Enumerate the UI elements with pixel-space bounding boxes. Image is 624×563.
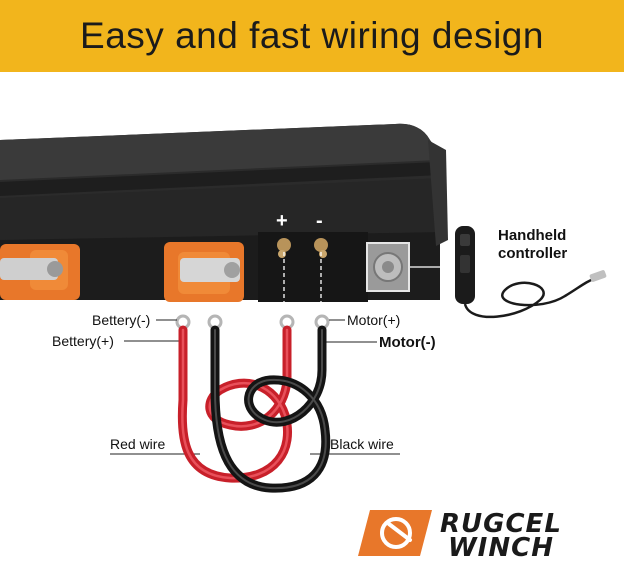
red-wire [177,325,293,483]
label-battery-negative: Bettery(-) [92,312,151,328]
ring-terminals [175,314,330,330]
banner-title: Easy and fast wiring design [80,15,544,56]
label-motor-positive: Motor(+) [347,312,401,328]
brand-logo-badge [358,510,432,556]
controller-socket [366,242,410,292]
handheld-controller [455,226,607,319]
black-wire [210,325,331,493]
brand-name-line2: WINCH [448,533,554,563]
terminal-minus-symbol: - [316,210,323,232]
orange-bracket-right [164,242,244,302]
terminal-plus-symbol: + [276,210,288,232]
terminal-block [258,232,368,302]
label-black-wire: Black wire [330,436,394,452]
label-handheld-line2: controller [498,245,568,262]
label-motor-negative: Motor(-) [379,334,436,351]
label-battery-positive: Bettery(+) [52,333,114,349]
label-handheld-controller: Handheld controller [498,227,567,263]
banner: Easy and fast wiring design [0,0,624,72]
orange-bracket-left [0,244,80,300]
label-handheld-line1: Handheld [498,227,567,244]
label-red-wire: Red wire [110,436,166,452]
brand-name-line1: RUGCEL [440,509,562,539]
